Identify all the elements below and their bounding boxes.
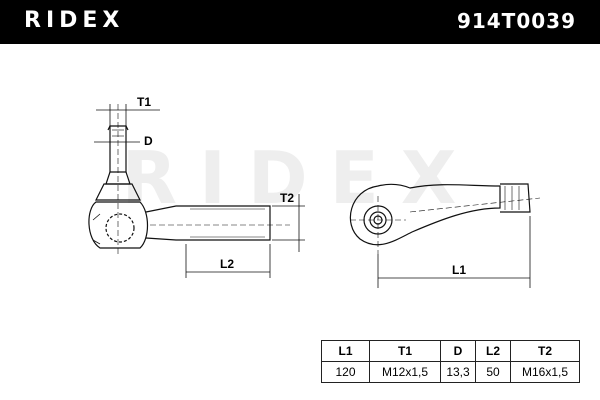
ball-housing: [88, 201, 149, 249]
specs-value-row: 120 M12x1,5 13,3 50 M16x1,5: [321, 361, 580, 383]
watermark-text: RIDEX: [122, 145, 479, 215]
specs-table: L1 T1 D L2 T2 120 M12x1,5 13,3 50 M16x1,…: [321, 340, 580, 383]
label-t1: T1: [137, 95, 151, 109]
stud-thread: [109, 125, 127, 173]
label-l2: L2: [220, 257, 234, 271]
specs-value-l1: 120: [321, 361, 370, 383]
dimension-lines-top: [377, 216, 531, 288]
label-t2: T2: [280, 191, 294, 205]
specs-value-d: 13,3: [440, 361, 476, 383]
dimension-lines-side: [94, 104, 305, 278]
specs-value-l2: 50: [475, 361, 511, 383]
header-bar: RIDEX 914T0039: [0, 0, 600, 44]
side-view: [88, 104, 290, 254]
top-view-thread-end: [500, 183, 531, 213]
top-view: [349, 183, 541, 254]
watermark-logo: RIDEX: [122, 145, 479, 215]
specs-header-t1: T1: [369, 340, 441, 362]
specs-header-l1: L1: [321, 340, 370, 362]
specs-header-l2: L2: [475, 340, 511, 362]
tie-rod-shaft: [145, 205, 271, 241]
ball-joint: [105, 213, 135, 243]
label-d: D: [144, 134, 153, 148]
technical-drawing: T1 D T2 L2 L1: [88, 95, 541, 288]
specs-header-t2: T2: [510, 340, 580, 362]
specs-header-row: L1 T1 D L2 T2: [321, 340, 580, 362]
label-l1: L1: [452, 263, 466, 277]
specs-value-t1: M12x1,5: [369, 361, 441, 383]
part-number: 914T0039: [456, 9, 576, 33]
specs-header-d: D: [440, 340, 476, 362]
top-view-body: [349, 183, 501, 246]
specs-value-t2: M16x1,5: [510, 361, 580, 383]
brand-logo: RIDEX: [24, 8, 125, 33]
